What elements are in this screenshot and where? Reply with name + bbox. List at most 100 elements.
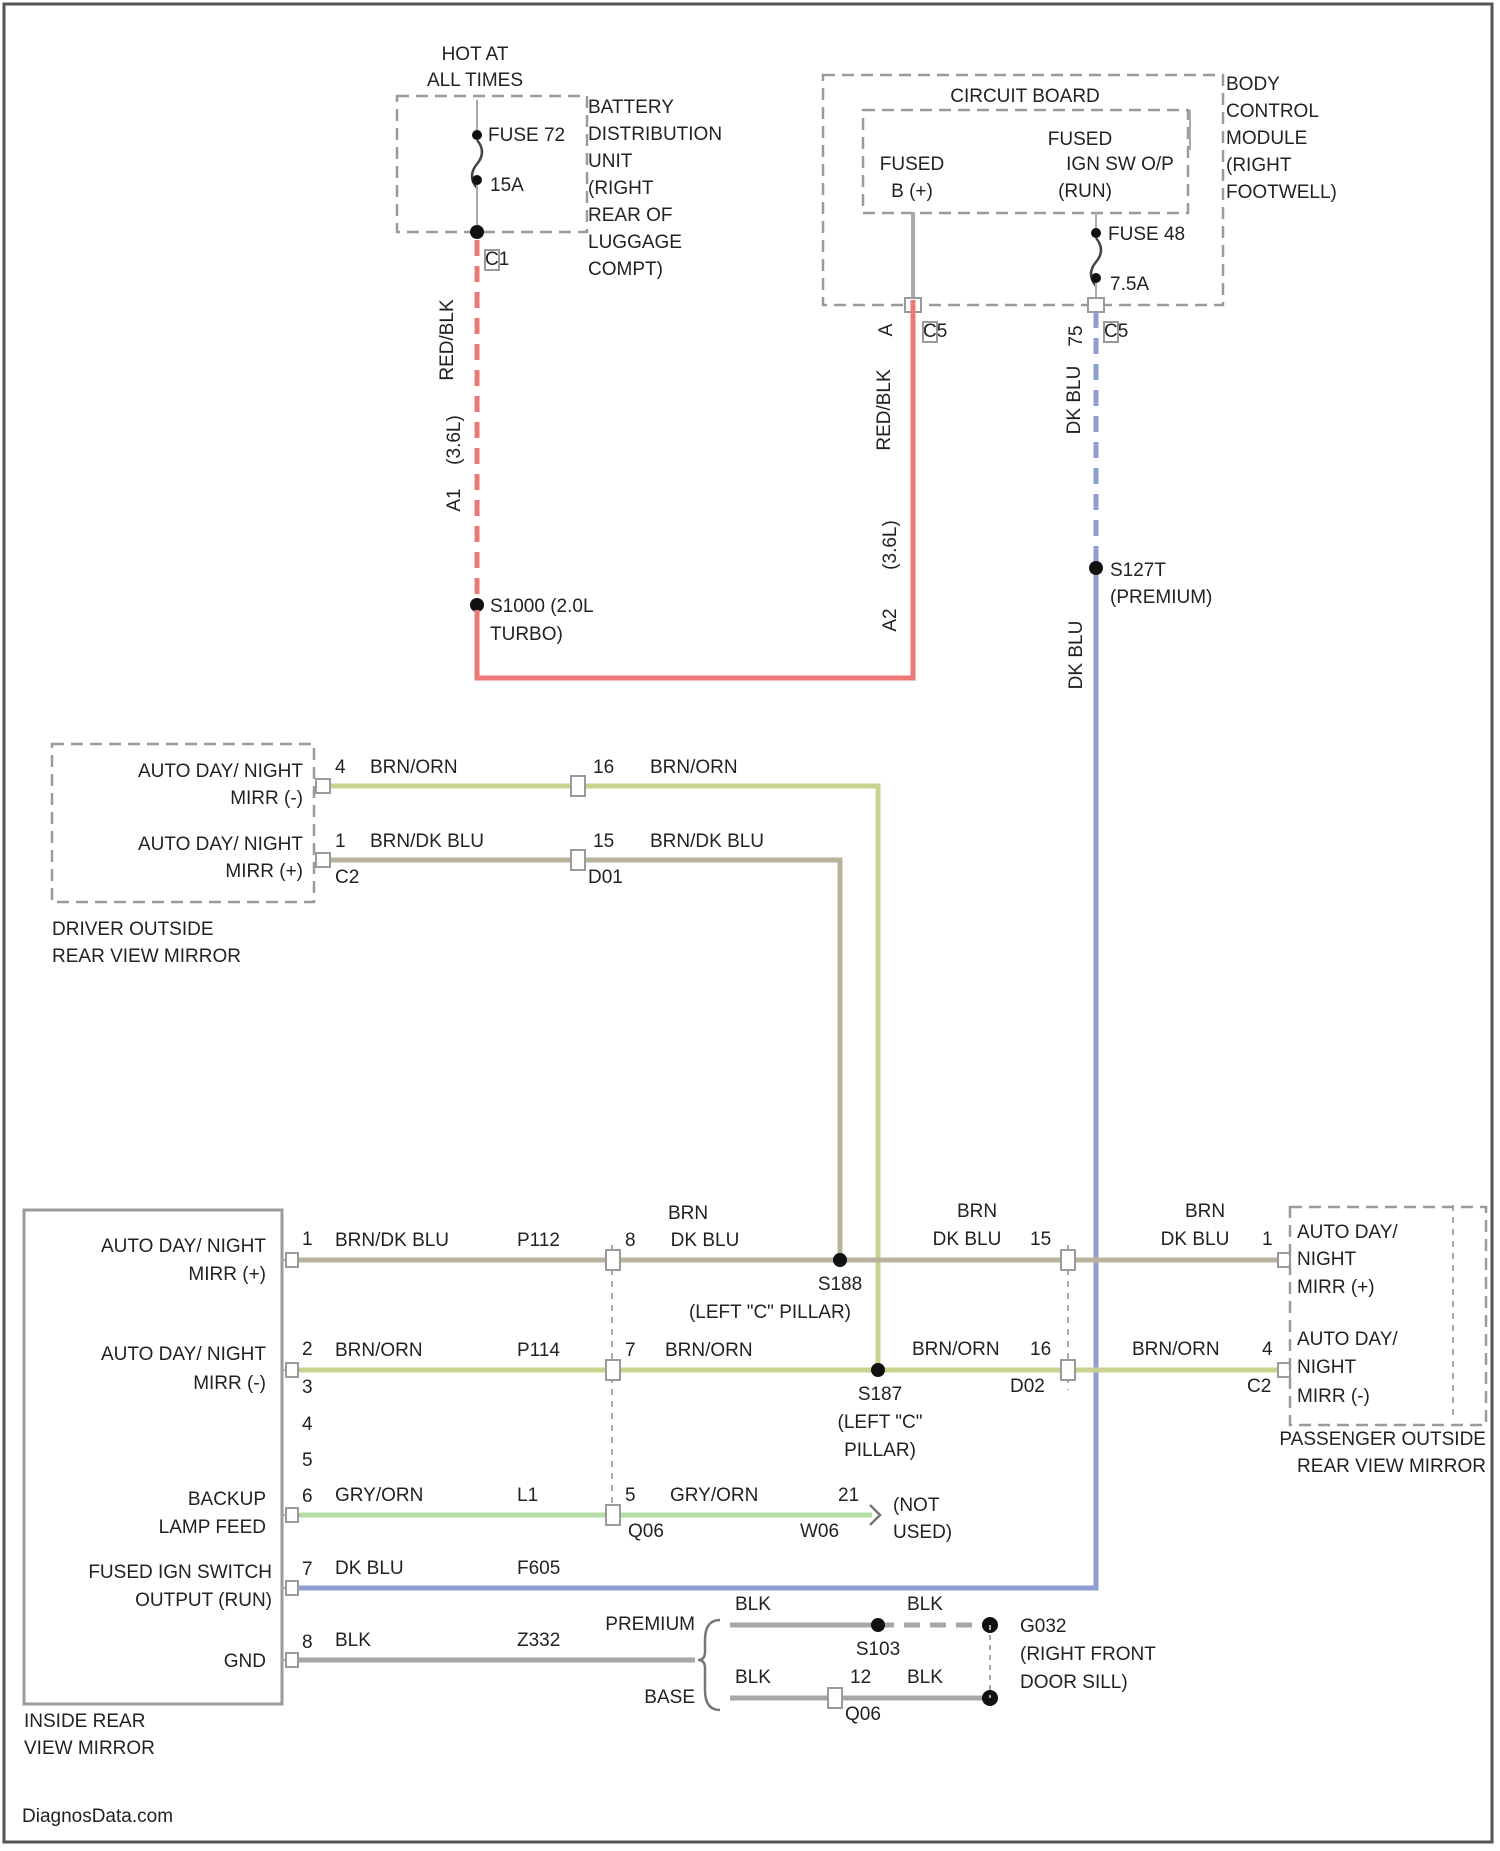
row7-color: DK BLU [335,1558,404,1579]
inside-mirror-name-1: INSIDE REAR [24,1711,145,1732]
d01-connector-label: D01 [588,867,623,888]
row1-mid-color-2: DK BLU [671,1230,740,1251]
inside-pin2-line1: AUTO DAY/ NIGHT [101,1344,266,1365]
red-wire-left-circuit-code: A1 [444,488,465,511]
row1-far-pin: 1 [1262,1229,1273,1250]
passenger-item1-line3: MIRR (+) [1297,1277,1375,1298]
row2-right-connector: D02 [1010,1376,1045,1397]
d01-pin-15: 15 [593,831,614,852]
row1-right-color-2: DK BLU [933,1229,1002,1250]
base-label: BASE [644,1687,695,1708]
driver-pin-4: 4 [335,757,346,778]
row6-right-connector: W06 [800,1521,839,1542]
ground-pin-12: 12 [850,1667,871,1688]
passenger-item1-line2: NIGHT [1297,1249,1357,1270]
driver-mirror-item1-line1: AUTO DAY/ NIGHT [138,761,303,782]
passenger-item2-line2: NIGHT [1297,1357,1357,1378]
driver-mirror-item2-line1: AUTO DAY/ NIGHT [138,834,303,855]
fused-ign-label-2: IGN SW O/P [1066,154,1174,175]
fused-ign-label-1: FUSED [1048,129,1112,150]
g032-location-1: (RIGHT FRONT [1020,1644,1156,1665]
passenger-item2-line3: MIRR (-) [1297,1386,1370,1407]
bdu-name-3: UNIT [588,151,633,172]
driver-mirror-item2-line2: MIRR (+) [225,861,303,882]
brn-dkblu-driver-wire [322,860,840,1260]
blue-wire-lower-color: DK BLU [1066,621,1087,690]
red-wire-right-color: RED/BLK [874,369,895,451]
inside-pin-7: 7 [302,1559,313,1580]
bdu-name-7: COMPT) [588,259,663,280]
bdu-name-6: LUGGAGE [588,232,682,253]
passenger-item2-line1: AUTO DAY/ [1297,1329,1398,1350]
red-wire-loop [477,300,913,678]
splice-s188 [833,1253,847,1267]
fuse-48-amp: 7.5A [1110,274,1149,295]
row2-mid-pin: 7 [625,1340,636,1361]
row2-mid-color: BRN/ORN [665,1340,753,1361]
row1-right-pin: 15 [1030,1229,1051,1250]
blue-wire-upper-color: DK BLU [1064,366,1085,435]
d01-connector-a [571,776,585,796]
row6-mid-color: GRY/ORN [670,1485,758,1506]
premium-label: PREMIUM [605,1614,695,1635]
inside-fused-line1: FUSED IGN SWITCH [88,1562,272,1583]
not-used-line1: (NOT [893,1495,940,1516]
inside-pin1-line2: MIRR (+) [188,1264,266,1285]
row6-circuit: L1 [517,1485,538,1506]
row6-color: GRY/ORN [335,1485,423,1506]
d01-pin-16: 16 [593,757,614,778]
bdu-output-splice [470,225,484,239]
inside-pin-8: 8 [302,1632,313,1653]
red-wire-left-color: RED/BLK [437,299,458,381]
row2-far-color: BRN/ORN [1132,1339,1220,1360]
inside-pin2-line2: MIRR (-) [193,1373,266,1394]
red-wire-left-circuit: (3.6L) [444,415,465,465]
driver-mirror-pin4-connector [316,779,330,793]
s188-location: (LEFT "C" PILLAR) [689,1302,851,1323]
fuse-48-terminal-bottom [1091,273,1101,283]
bcm-name-2: CONTROL [1226,101,1319,122]
bdu-name-1: BATTERY [588,97,674,118]
ground-blk-b: BLK [907,1594,943,1615]
battery-distribution-unit-box [397,96,587,232]
bcm-connector-right-a [1088,298,1104,312]
ground-blk-c: BLK [735,1667,771,1688]
fused-ign-label-3: (RUN) [1058,181,1112,202]
inside-pin-4: 4 [302,1414,313,1435]
bdu-name-2: DISTRIBUTION [588,124,722,145]
fuse-48-terminal-top [1091,228,1101,238]
row8-color: BLK [335,1630,371,1651]
row2-circuit: P114 [517,1340,560,1361]
bcm-connector-right-pin: C5 [1104,321,1128,342]
inside-backup-line1: BACKUP [188,1489,266,1510]
s127t-location: (PREMIUM) [1110,587,1212,608]
bcm-name-4: (RIGHT [1226,155,1292,176]
hot-at-label: HOT AT [442,44,509,65]
bcm-pin-75: 75 [1066,325,1087,346]
not-used-line2: USED) [893,1522,952,1543]
row8-circuit: Z332 [517,1630,560,1651]
passenger-mirror-name-2: REAR VIEW MIRROR [1297,1456,1486,1477]
row1-far-color-1: BRN [1185,1201,1225,1222]
splice-s127t [1089,561,1103,575]
row6-mid-pin: 5 [625,1485,636,1506]
inside-pin1-line1: AUTO DAY/ NIGHT [101,1236,266,1257]
driver-wire-brn-orn: BRN/ORN [370,757,458,778]
row1-circuit: P112 [517,1230,560,1251]
option-brace [698,1620,720,1710]
d01-wire-brn-dkblu: BRN/DK BLU [650,831,764,852]
passenger-item1-line1: AUTO DAY/ [1297,1222,1398,1243]
bcm-connector-left-pin: C5 [923,321,947,342]
s187-location-2: PILLAR) [844,1440,916,1461]
driver-mirror-name-2: REAR VIEW MIRROR [52,946,241,967]
g032-label: G032 [1020,1616,1066,1637]
row1-mid-color-1: BRN [668,1203,708,1224]
row2-right-color: BRN/ORN [912,1339,1000,1360]
fuse-48-label: FUSE 48 [1108,224,1185,245]
driver-mirror-pin1-connector [316,853,330,867]
row6-left-connector: Q06 [628,1521,664,1542]
red-wire-right-pin: A [876,323,897,336]
fuse-72-terminal-bottom [472,175,482,185]
inside-pin-1: 1 [302,1229,313,1250]
driver-mirror-name-1: DRIVER OUTSIDE [52,919,214,940]
